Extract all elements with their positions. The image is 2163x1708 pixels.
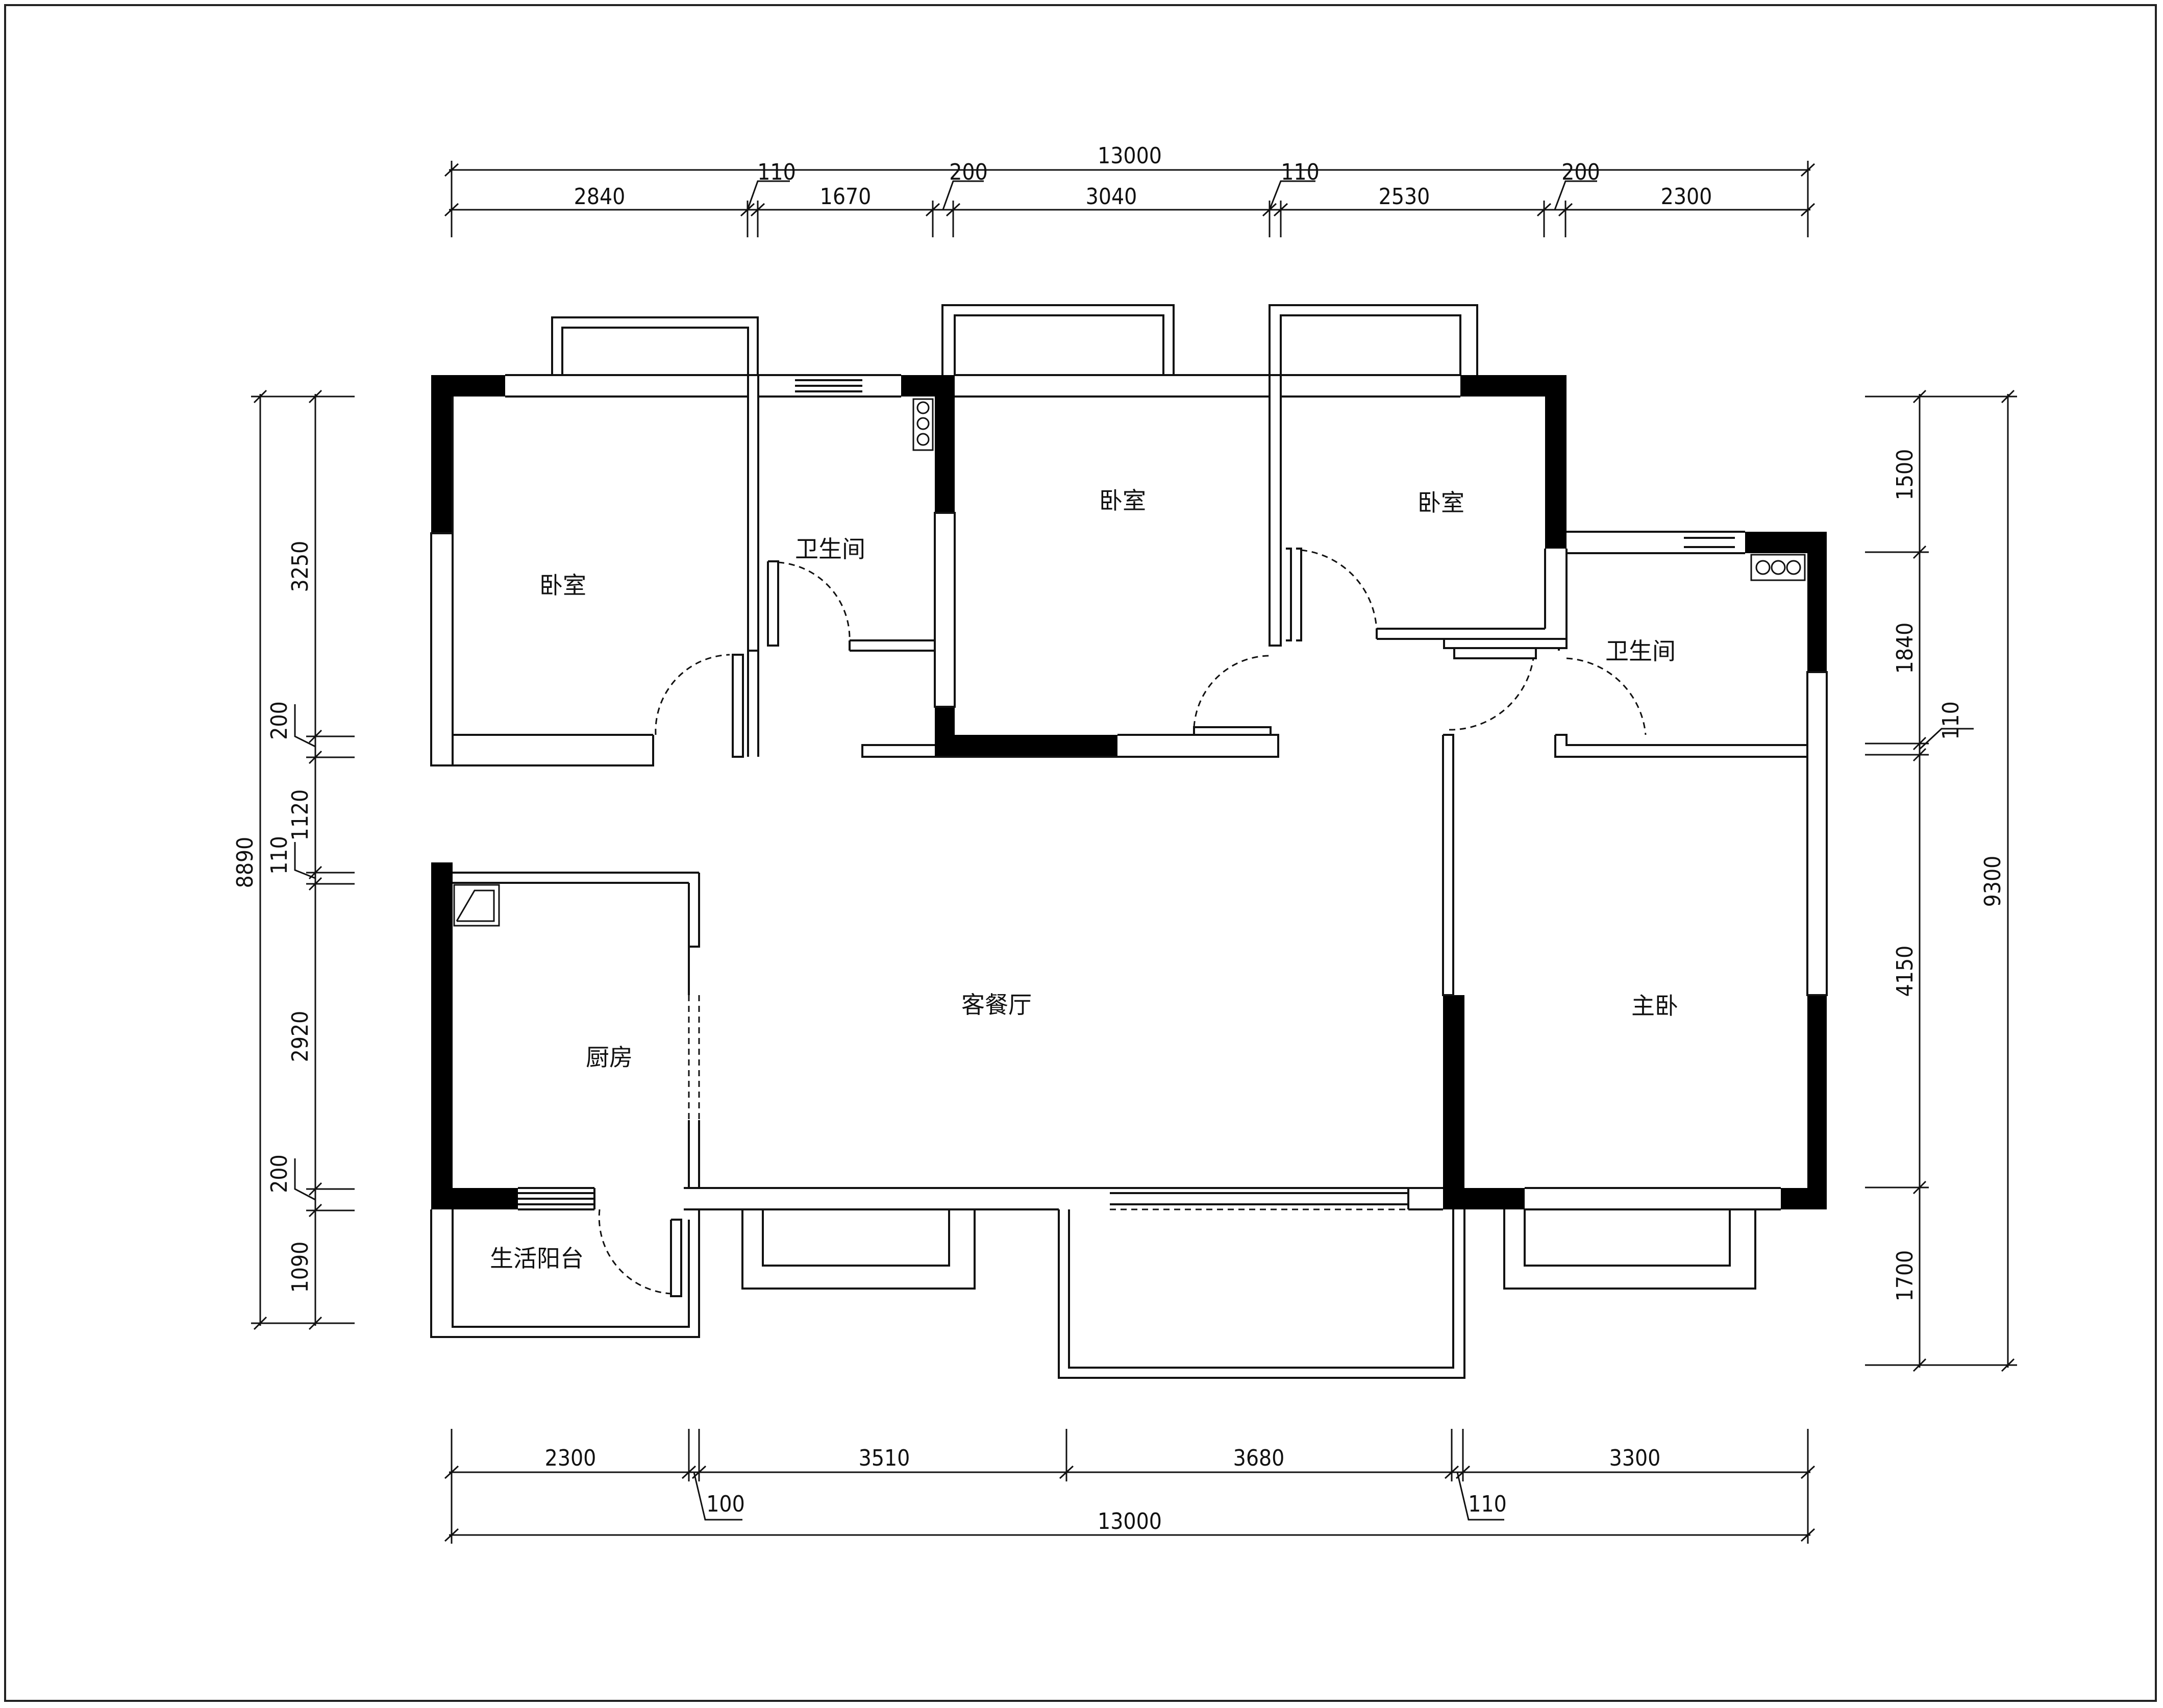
dim-top-seg-9: 2300	[1661, 184, 1712, 210]
dim-left-seg-3: 1120	[287, 789, 313, 841]
dim-bottom-seg-3: 3510	[859, 1445, 910, 1471]
room-label-living-dining: 客餐厅	[961, 991, 1032, 1019]
door-swings	[598, 549, 1647, 1295]
dim-right-seg-4: 4150	[1892, 946, 1918, 997]
dim-top-seg-1: 2840	[574, 184, 626, 210]
bearing-walls	[431, 375, 1827, 1209]
dim-left-seg-2: 200	[266, 701, 292, 740]
dim-top-seg-6: 110	[1281, 159, 1320, 185]
dim-left-seg-6: 200	[266, 1154, 292, 1193]
dim-right-seg-1: 1500	[1892, 449, 1918, 501]
dim-right-total: 9300	[1980, 856, 2006, 907]
room-label-bath-e: 卫生间	[1605, 637, 1676, 665]
dim-bottom-seg-1: 2300	[545, 1445, 596, 1471]
dim-bottom-seg-6: 3300	[1609, 1445, 1661, 1471]
dim-right-seg-3: 110	[1938, 701, 1964, 740]
dim-top-seg-8: 200	[1561, 159, 1600, 185]
room-label-utility-balcony: 生活阳台	[490, 1245, 584, 1272]
bath-e-fixtures	[1750, 554, 1806, 581]
dim-right-seg-5: 1700	[1892, 1250, 1918, 1302]
dim-top-seg-7: 2530	[1379, 184, 1430, 210]
dim-top-seg-4: 200	[949, 159, 988, 185]
right-dimensions: 1500 1840 110 4150 9300 1700	[1865, 389, 2017, 1372]
dim-bottom-seg-4: 3680	[1233, 1445, 1285, 1471]
partition-walls	[430, 304, 1828, 1379]
room-label-bedroom-ne: 卧室	[1418, 489, 1464, 516]
dim-bottom-seg-2: 100	[706, 1491, 745, 1517]
bath-n-fixtures	[912, 398, 934, 451]
room-label-kitchen: 厨房	[586, 1044, 633, 1071]
room-label-bedroom-n: 卧室	[1099, 487, 1146, 514]
left-dimensions: 8890 3250 200 1120 110 2920 200 1090	[232, 389, 355, 1330]
kitchen-fixture	[453, 884, 500, 927]
dim-right-seg-2: 1840	[1892, 623, 1918, 674]
dim-top-seg-3: 1670	[820, 184, 872, 210]
open-boundaries	[688, 995, 1408, 1210]
dim-bottom-seg-5: 110	[1468, 1491, 1507, 1517]
dim-left-seg-5: 2920	[287, 1011, 313, 1062]
dim-left-seg-7: 1090	[287, 1242, 313, 1293]
dim-top-total: 13000	[1098, 143, 1162, 169]
room-label-bedroom-nw: 卧室	[539, 572, 586, 599]
dim-top-seg-2: 110	[757, 159, 796, 185]
dim-left-seg-4: 110	[266, 836, 292, 875]
dim-bottom-total: 13000	[1098, 1508, 1162, 1534]
room-label-master-bedroom: 主卧	[1631, 992, 1678, 1020]
dim-left-seg-1: 3250	[287, 541, 313, 592]
room-label-bath-n: 卫生间	[795, 535, 865, 563]
drawing-frame	[4, 4, 2157, 1702]
bottom-dimensions: 2300 100 3510 3680 110 3300 13000	[444, 1429, 1816, 1544]
top-dimensions: 13000 2840 110 1670 200 3040 110 2530 20…	[444, 143, 1816, 237]
dim-top-seg-5: 3040	[1086, 184, 1137, 210]
dim-left-total: 8890	[232, 837, 258, 888]
